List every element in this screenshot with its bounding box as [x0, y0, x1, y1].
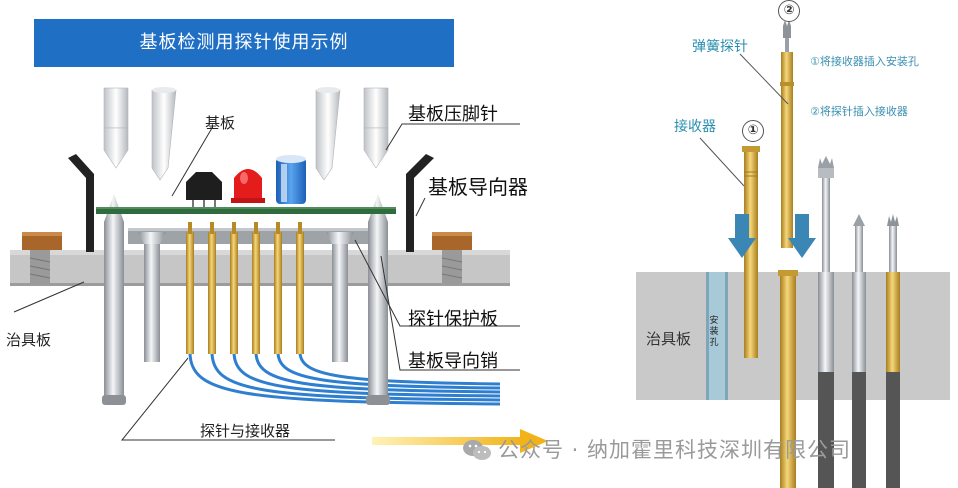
component-transistor	[186, 172, 222, 208]
hold-pin-3	[315, 87, 341, 181]
guide-label: 基板导向器	[428, 175, 528, 199]
support-pin-right	[326, 232, 354, 362]
substrate-guide-right	[406, 154, 434, 252]
page-title: 基板检测用探针使用示例	[34, 19, 454, 67]
step-1-marker: ①	[742, 120, 764, 142]
spring-probe	[780, 20, 794, 248]
mount-hole-label: 安装孔	[709, 316, 719, 348]
protect-plate-label: 探针保护板	[408, 309, 498, 330]
hold-pin-1	[103, 87, 129, 169]
step-2-note: ②将探针插入接收器	[810, 105, 908, 118]
receiver-label: 接收器	[674, 119, 716, 135]
mount-hole	[706, 272, 728, 400]
right-arrow-icon	[372, 429, 548, 453]
wechat-icon	[463, 440, 491, 460]
down-arrow-icon	[788, 214, 816, 258]
guide-pin-left	[102, 194, 126, 405]
down-arrow-icon	[728, 214, 756, 258]
probe-array	[186, 222, 304, 354]
receiver-tube	[742, 146, 760, 358]
watermark: 公众号 · 纳加霍里科技深圳有限公司	[498, 438, 852, 462]
hold-pin-4	[363, 87, 389, 169]
component-capacitor	[276, 155, 306, 204]
bolt-left	[22, 232, 62, 284]
receiver-wires	[188, 351, 501, 406]
component-led	[231, 169, 265, 203]
support-pin-left	[138, 232, 166, 362]
installed-probe-4	[886, 214, 900, 488]
leader-lines-left	[13, 123, 520, 441]
leader-lines-right	[699, 53, 789, 187]
step-1-note: ①将接收器插入安装孔	[810, 55, 919, 68]
step-2-marker: ②	[778, 0, 800, 22]
guide-pin-label: 基板导向销	[408, 351, 498, 372]
fixture-label-left: 治具板	[6, 331, 52, 349]
pcb-substrate	[96, 207, 396, 214]
probe-receiver-label: 探针与接收器	[200, 422, 291, 440]
substrate-label: 基板	[205, 114, 236, 132]
spring-probe-label: 弹簧探针	[692, 39, 748, 55]
fixture-label-right: 治具板	[646, 330, 692, 348]
hold-pin-label: 基板压脚针	[408, 104, 498, 125]
installed-probe-3	[852, 214, 866, 488]
bolt-right	[432, 232, 472, 284]
installed-probe-2	[818, 156, 834, 488]
installed-probe-1	[778, 270, 798, 488]
hold-pin-2	[151, 87, 177, 181]
substrate-guide-left	[68, 154, 94, 252]
